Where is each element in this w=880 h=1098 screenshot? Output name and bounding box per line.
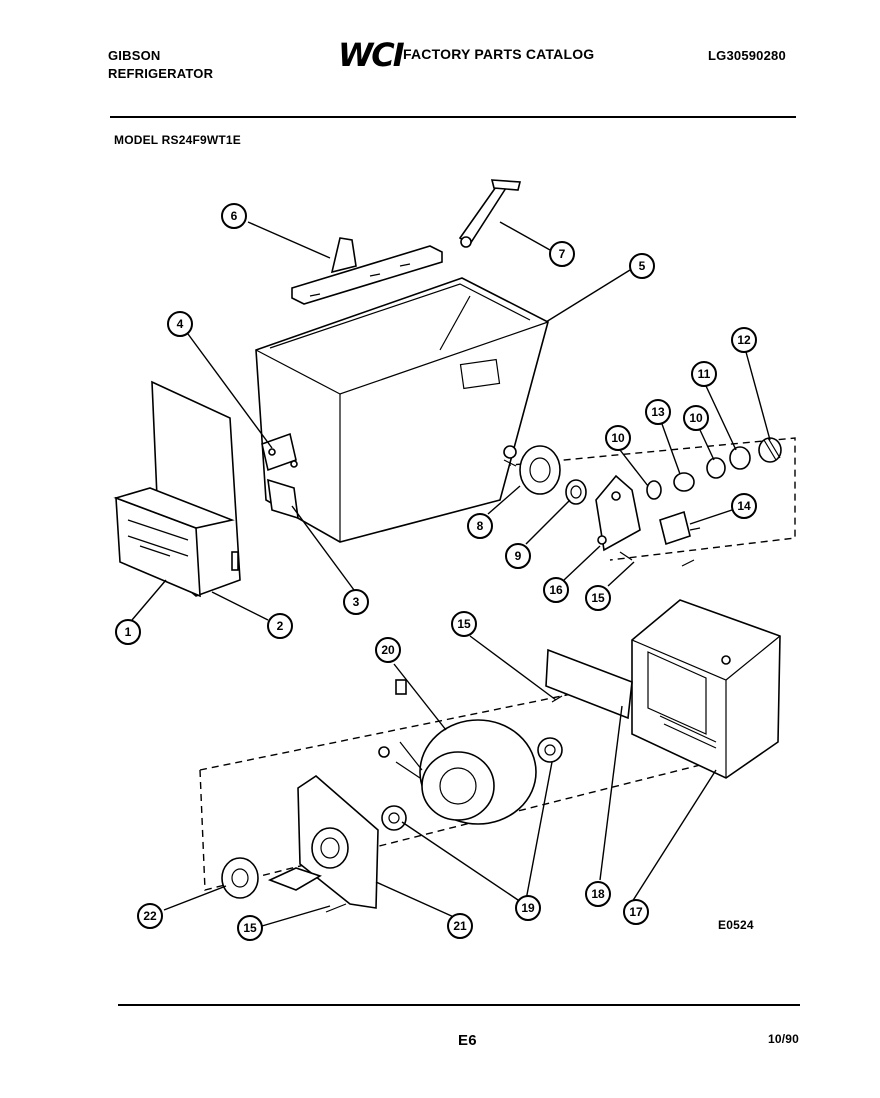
callout-14: 14 (731, 493, 757, 519)
part-16-bracket-plate (595, 474, 641, 552)
part-14-solenoid (659, 510, 701, 546)
callout-15a-label: 15 (591, 591, 605, 605)
callout-11-label: 11 (698, 367, 711, 381)
part-19-gears (381, 737, 563, 831)
leader-lines (131, 221, 771, 927)
callout-21-label: 21 (453, 919, 467, 933)
callout-15a: 15 (585, 585, 611, 611)
callout-20-label: 20 (381, 643, 395, 657)
callout-17-label: 17 (629, 905, 643, 919)
callout-6-label: 6 (231, 209, 238, 223)
callout-5: 5 (629, 253, 655, 279)
part-1-2-front-door (113, 380, 241, 598)
part-7-paddle-shaft (458, 179, 522, 248)
part-20-motor (378, 679, 537, 825)
callout-8-label: 8 (477, 519, 484, 533)
callout-10a-label: 10 (611, 431, 625, 445)
callout-4: 4 (167, 311, 193, 337)
brand-name: GIBSON (108, 48, 161, 63)
callout-12: 12 (731, 327, 757, 353)
callout-13: 13 (645, 399, 671, 425)
callout-7: 7 (549, 241, 575, 267)
part-17-motor-housing (631, 599, 781, 779)
callout-16: 16 (543, 577, 569, 603)
header-rule (110, 116, 796, 118)
callout-21: 21 (447, 913, 473, 939)
model-number: MODEL RS24F9WT1E (114, 133, 242, 147)
callout-6: 6 (221, 203, 247, 229)
callout-15b-label: 15 (457, 617, 471, 631)
catalog-title: FACTORY PARTS CATALOG (403, 46, 595, 62)
catalog-date: 10/90 (768, 1032, 800, 1046)
page-code: E6 (458, 1032, 477, 1049)
callout-14-label: 14 (737, 499, 751, 513)
callout-3-label: 3 (353, 595, 360, 609)
footer-rule (118, 1004, 800, 1006)
part-9-gear (565, 479, 587, 505)
part-22-coupler (221, 857, 259, 899)
callout-3: 3 (343, 589, 369, 615)
callout-10b-label: 10 (689, 411, 703, 425)
callout-19-label: 19 (521, 901, 535, 915)
callout-2-label: 2 (277, 619, 284, 633)
callout-10a: 10 (605, 425, 631, 451)
callout-1: 1 (115, 619, 141, 645)
part-21-mount-plate (267, 774, 379, 909)
part-18-gasket (545, 648, 633, 720)
callout-17: 17 (623, 899, 649, 925)
part-4-bracket (261, 432, 298, 472)
upper-assembly-boundary (479, 437, 796, 561)
callout-1-label: 1 (125, 625, 132, 639)
callout-4-label: 4 (177, 317, 184, 331)
callout-5-label: 5 (639, 259, 646, 273)
part-3-clip (267, 478, 299, 520)
callout-13-label: 13 (651, 405, 665, 419)
part-8-bearing (503, 445, 561, 495)
callout-18: 18 (585, 881, 611, 907)
callout-16-label: 16 (549, 583, 563, 597)
part-6-cover-bar (291, 237, 443, 305)
callout-15b: 15 (451, 611, 477, 637)
callout-22: 22 (137, 903, 163, 929)
callout-11: 11 (691, 361, 717, 387)
part-15-screws (325, 551, 695, 913)
drawing-code: E0524 (718, 918, 754, 932)
callout-12-label: 12 (737, 333, 751, 347)
part-10-13-11-12-hardware (646, 437, 782, 500)
part-5-ice-bucket (255, 277, 549, 543)
callout-20: 20 (375, 637, 401, 663)
callout-7-label: 7 (559, 247, 566, 261)
callout-9-label: 9 (515, 549, 522, 563)
callout-15c: 15 (237, 915, 263, 941)
product-type: REFRIGERATOR (108, 66, 214, 81)
callout-8: 8 (467, 513, 493, 539)
callout-18-label: 18 (591, 887, 605, 901)
wci-logo: WCI (338, 36, 405, 74)
callout-19: 19 (515, 895, 541, 921)
callout-15c-label: 15 (243, 921, 257, 935)
callout-10b: 10 (683, 405, 709, 431)
callout-22-label: 22 (143, 909, 157, 923)
callout-9: 9 (505, 543, 531, 569)
document-number: LG30590280 (708, 48, 786, 63)
callout-2: 2 (267, 613, 293, 639)
